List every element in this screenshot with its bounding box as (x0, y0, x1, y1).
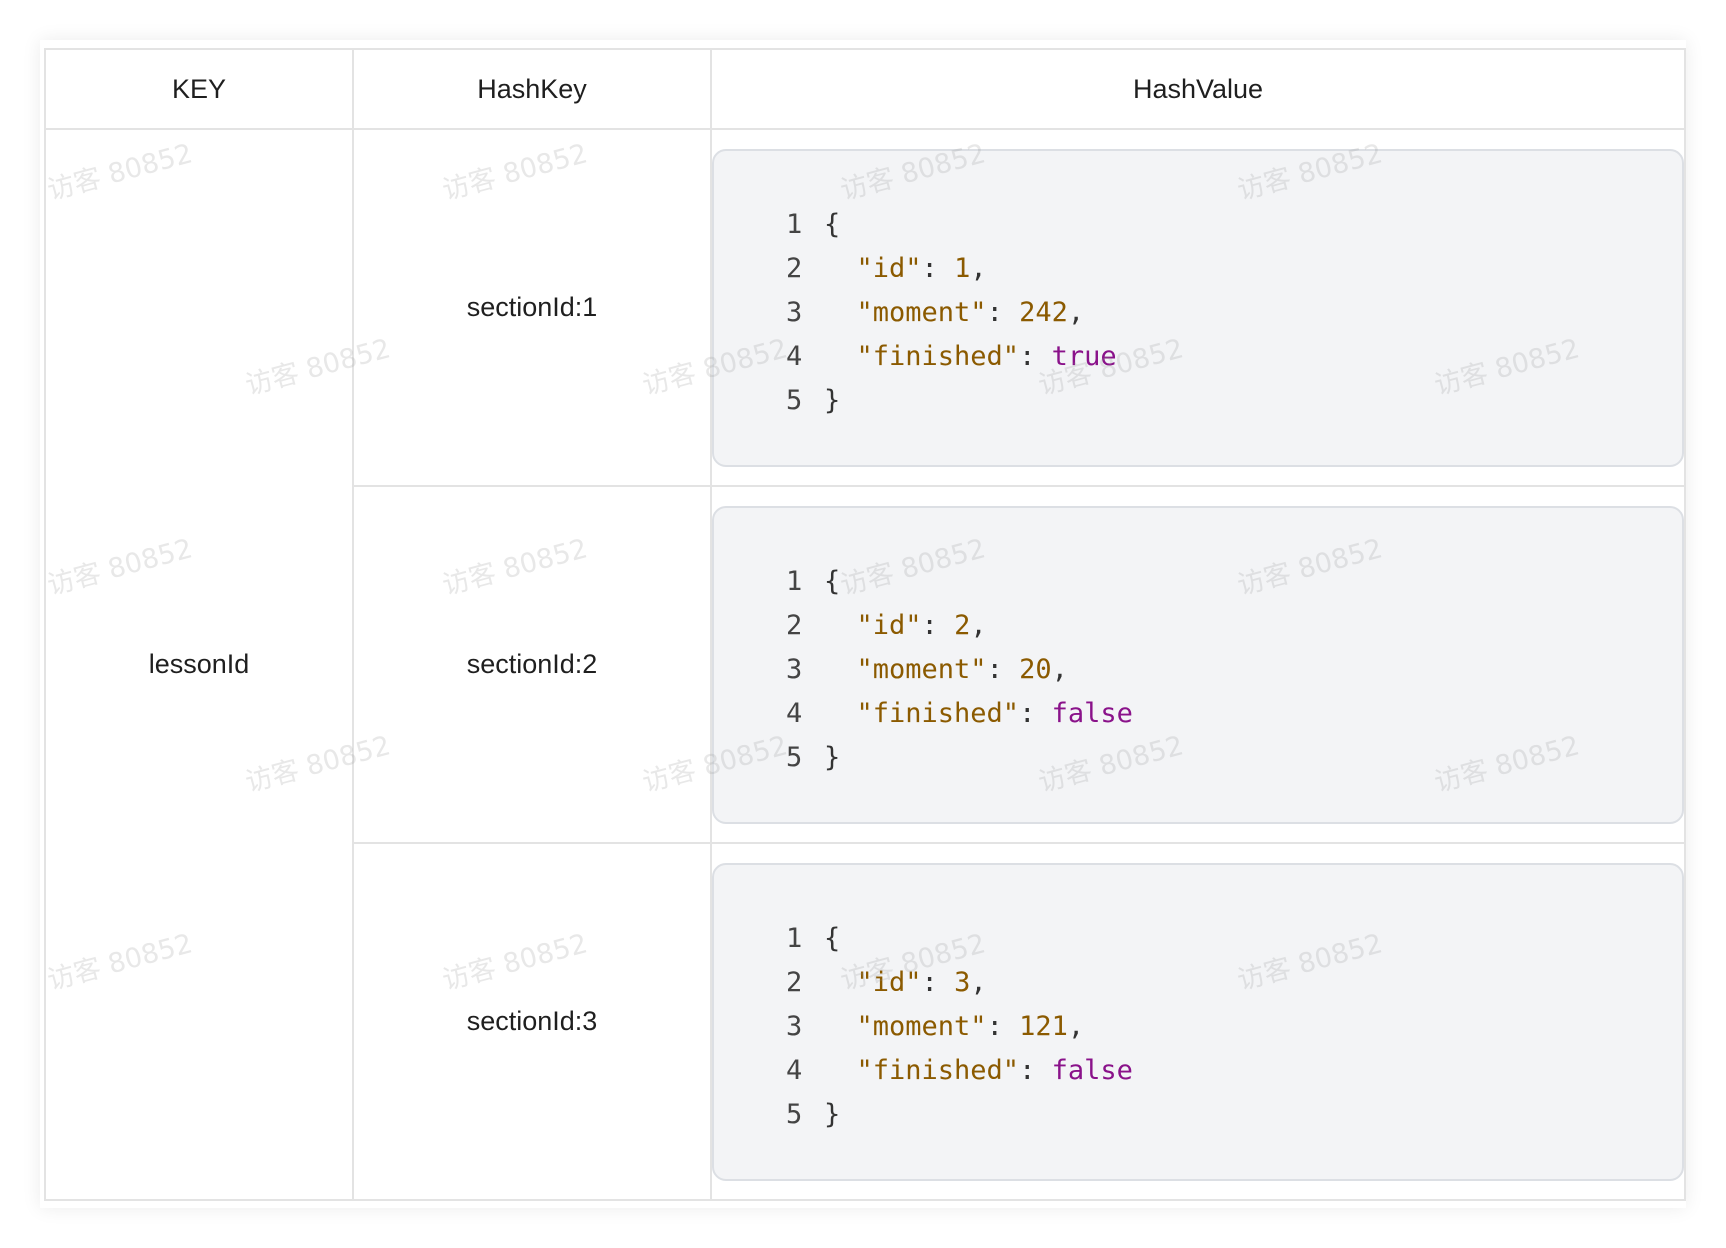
code-line: 3 "moment": 121, (786, 1005, 1682, 1049)
line-number: 5 (786, 1098, 803, 1130)
hashvalue-cell: 1{2 "id": 2,3 "moment": 20,4 "finished":… (710, 485, 1686, 844)
code-token: { (824, 922, 841, 954)
code-token: 20 (1019, 653, 1052, 685)
line-number: 1 (786, 208, 803, 240)
code-token: 3 (954, 966, 971, 998)
code-token: } (824, 384, 841, 416)
line-number: 5 (786, 384, 803, 416)
line-number: 4 (786, 340, 803, 372)
code-line: 2 "id": 3, (786, 961, 1682, 1005)
code-token: true (1051, 340, 1117, 372)
code-token: "id" (824, 966, 922, 998)
header-hashvalue: HashValue (710, 48, 1686, 130)
code-token: { (824, 565, 841, 597)
code-line: 3 "moment": 20, (786, 648, 1682, 692)
code-token: "moment" (824, 296, 987, 328)
table-row: sectionId:3 1{2 "id": 3,3 "moment": 121,… (45, 842, 1686, 1201)
code-token: 2 (954, 609, 971, 641)
hashkey-cell: sectionId:3 (352, 842, 712, 1201)
code-token: "finished" (824, 697, 1020, 729)
code-line: 2 "id": 2, (786, 604, 1682, 648)
table-row: sectionId:2 1{2 "id": 2,3 "moment": 20,4… (45, 485, 1686, 844)
header-key: KEY (44, 48, 354, 130)
code-token: false (1051, 697, 1133, 729)
code-token: , (970, 252, 987, 284)
code-line: 3 "moment": 242, (786, 291, 1682, 335)
code-token: 1 (954, 252, 971, 284)
line-number: 2 (786, 609, 803, 641)
hash-table: KEY HashKey HashValue lessonId sectionId… (44, 48, 1686, 1201)
table-row: lessonId sectionId:1 1{2 "id": 1,3 "mome… (44, 128, 1686, 1201)
code-line: 5} (786, 736, 1682, 780)
code-token: , (1067, 296, 1085, 328)
code-token: { (824, 208, 841, 240)
code-token: "moment" (824, 653, 987, 685)
line-number: 3 (786, 653, 803, 685)
code-token: , (1067, 1010, 1085, 1042)
code-token: : (1019, 697, 1052, 729)
line-number: 3 (786, 1010, 803, 1042)
line-number: 5 (786, 741, 803, 773)
header-row: KEY HashKey HashValue (44, 48, 1686, 130)
header-hashkey: HashKey (352, 48, 712, 130)
code-token: "moment" (824, 1010, 987, 1042)
line-number: 2 (786, 252, 803, 284)
line-number: 3 (786, 296, 803, 328)
line-number: 1 (786, 565, 803, 597)
code-block[interactable]: 1{2 "id": 3,3 "moment": 121,4 "finished"… (712, 862, 1684, 1181)
code-token: "id" (824, 252, 922, 284)
code-block[interactable]: 1{2 "id": 1,3 "moment": 242,4 "finished"… (712, 148, 1684, 467)
code-token: "id" (824, 609, 922, 641)
code-token: : (921, 609, 955, 641)
code-token: : (986, 1010, 1020, 1042)
line-number: 1 (786, 922, 803, 954)
code-token: , (1051, 653, 1068, 685)
code-token: false (1051, 1054, 1133, 1086)
code-line: 4 "finished": false (786, 692, 1682, 736)
code-token: "finished" (824, 340, 1020, 372)
code-line: 1{ (786, 560, 1682, 604)
code-token: : (1019, 1054, 1052, 1086)
code-token: } (824, 741, 841, 773)
code-token: : (921, 252, 955, 284)
code-line: 4 "finished": true (786, 335, 1682, 379)
hashkey-cell: sectionId:2 (352, 485, 712, 844)
code-token: : (921, 966, 955, 998)
line-number: 4 (786, 697, 803, 729)
code-line: 4 "finished": false (786, 1049, 1682, 1093)
key-cell: lessonId (44, 128, 354, 1201)
code-token: 121 (1019, 1010, 1068, 1042)
code-line: 1{ (786, 203, 1682, 247)
hashkey-cell: sectionId:1 (352, 128, 712, 487)
code-line: 2 "id": 1, (786, 247, 1682, 291)
table-container: KEY HashKey HashValue lessonId sectionId… (40, 40, 1686, 1208)
line-number: 4 (786, 1054, 803, 1086)
code-token: : (986, 653, 1020, 685)
code-token: "finished" (824, 1054, 1020, 1086)
code-token: } (824, 1098, 841, 1130)
hashvalue-cell: 1{2 "id": 3,3 "moment": 121,4 "finished"… (710, 842, 1686, 1201)
code-token: , (970, 609, 987, 641)
code-token: , (970, 966, 987, 998)
code-line: 5} (786, 379, 1682, 423)
code-token: : (1019, 340, 1052, 372)
hashvalue-cell: 1{2 "id": 1,3 "moment": 242,4 "finished"… (710, 128, 1686, 487)
code-line: 1{ (786, 917, 1682, 961)
code-token: 242 (1019, 296, 1068, 328)
code-line: 5} (786, 1093, 1682, 1137)
code-token: : (986, 296, 1020, 328)
code-block[interactable]: 1{2 "id": 2,3 "moment": 20,4 "finished":… (712, 505, 1684, 824)
line-number: 2 (786, 966, 803, 998)
